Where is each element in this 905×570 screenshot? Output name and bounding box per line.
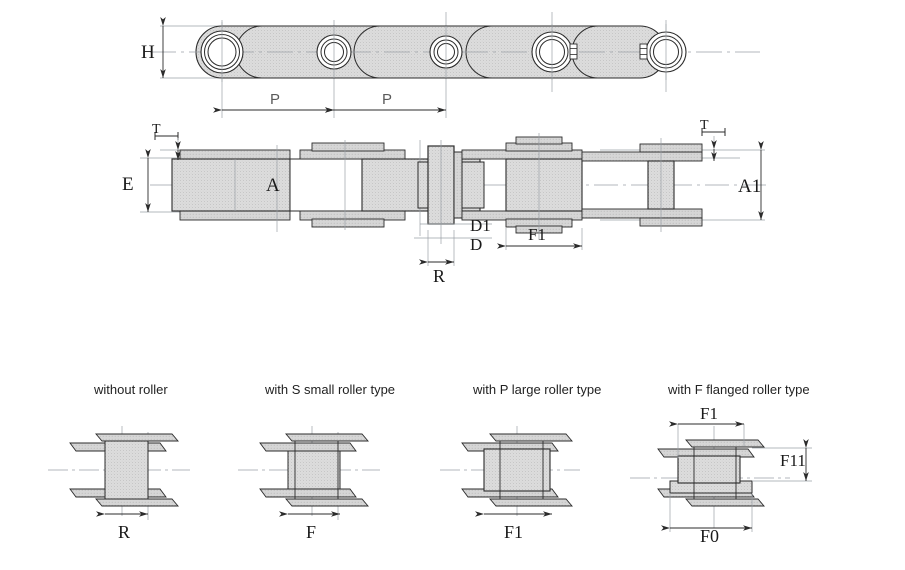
top-view-group: H P P bbox=[141, 12, 760, 118]
dimension-R-section: R bbox=[419, 230, 455, 286]
dimension-D: D bbox=[414, 235, 492, 254]
d4-bush bbox=[693, 446, 737, 500]
d4-roller bbox=[677, 455, 741, 484]
detail-f-flanged-roller: with F flanged roller type F1 F11 bbox=[630, 382, 812, 546]
label-H: H bbox=[141, 42, 155, 63]
central-bush-assembly bbox=[417, 140, 485, 244]
d1-dimension-R: R bbox=[96, 511, 148, 542]
d2-bush bbox=[294, 440, 339, 500]
dimension-P-2: P bbox=[325, 91, 446, 113]
dimension-T-left: T bbox=[152, 122, 181, 160]
roller-hole-3 bbox=[429, 26, 463, 78]
right-link-plate-assembly bbox=[461, 133, 583, 240]
d1-bush bbox=[104, 440, 149, 500]
label-F1-detail: F1 bbox=[504, 522, 523, 542]
label-P-2: P bbox=[382, 91, 392, 108]
label-A: A bbox=[266, 175, 280, 196]
roller-hole-1 bbox=[200, 22, 244, 82]
section-view-group: A bbox=[122, 118, 770, 286]
d4-dimension-F1: F1 bbox=[669, 404, 745, 458]
label-P-1: P bbox=[270, 91, 280, 108]
label-F11-flanged: F11 bbox=[780, 451, 806, 470]
dimension-T-right: T bbox=[700, 118, 726, 161]
cotter-clip-5 bbox=[639, 43, 648, 60]
label-F1-section: F1 bbox=[528, 225, 546, 244]
caption-s-small-roller: with S small roller type bbox=[264, 382, 395, 397]
d2-dimension-F: F bbox=[279, 511, 340, 542]
dimension-E: E bbox=[122, 149, 151, 212]
left-outer-plate-assembly bbox=[171, 145, 291, 232]
detail-p-large-roller: with P large roller type F1 bbox=[440, 382, 601, 542]
dimension-P-1: P bbox=[213, 91, 334, 113]
dimension-H: H bbox=[141, 17, 166, 78]
caption-without-roller: without roller bbox=[93, 382, 168, 397]
roller-hole-5 bbox=[639, 24, 687, 80]
d2-roller bbox=[287, 450, 341, 490]
label-T-left: T bbox=[152, 122, 161, 137]
label-F0-flanged: F0 bbox=[700, 526, 719, 546]
d3-bush bbox=[499, 440, 544, 500]
d4-dimension-F0: F0 bbox=[661, 493, 753, 546]
caption-f-flanged-roller: with F flanged roller type bbox=[667, 382, 810, 397]
label-A1: A1 bbox=[738, 176, 761, 197]
label-E: E bbox=[122, 174, 134, 195]
label-F1-flanged: F1 bbox=[700, 404, 718, 423]
label-T-right: T bbox=[700, 118, 709, 133]
d3-roller bbox=[483, 448, 551, 492]
dimension-D1: D1 bbox=[420, 216, 492, 235]
roller-hole-2 bbox=[316, 26, 352, 78]
inner-gap-A bbox=[289, 158, 363, 212]
d4-dimension-F11: F11 bbox=[752, 439, 812, 482]
d2-plates bbox=[259, 433, 369, 507]
label-F-detail: F bbox=[306, 522, 316, 542]
label-R-section: R bbox=[433, 266, 445, 286]
d3-dimension-F1: F1 bbox=[475, 511, 552, 542]
detail-s-small-roller: with S small roller type F bbox=[238, 382, 395, 542]
label-R-detail: R bbox=[118, 522, 130, 542]
dimension-F1-section: F1 bbox=[497, 225, 583, 250]
label-D: D bbox=[470, 235, 482, 254]
detail-without-roller: without roller R bbox=[48, 382, 190, 542]
caption-p-large-roller: with P large roller type bbox=[472, 382, 601, 397]
label-D1: D1 bbox=[470, 216, 491, 235]
roller-hole-4 bbox=[531, 24, 578, 80]
cotter-clip-4 bbox=[569, 43, 578, 60]
dimension-A1: A1 bbox=[738, 141, 764, 220]
far-right-link-plate-assembly bbox=[581, 138, 703, 232]
